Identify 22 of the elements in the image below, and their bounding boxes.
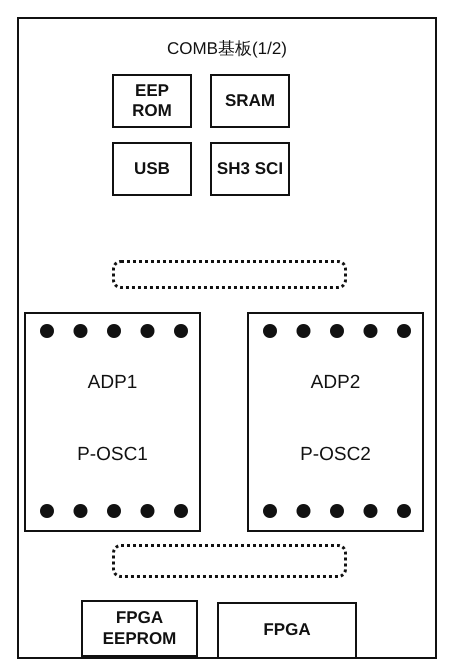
chip-box [210, 142, 290, 196]
module-board [24, 312, 201, 532]
dotted-slot [112, 260, 347, 289]
chip-label: FPGA [262, 620, 312, 641]
chip-box [81, 600, 198, 657]
chip-label: FPGA EEPROM [102, 608, 178, 649]
dotted-slot [112, 544, 347, 578]
board-title: COMB基板(1/2) [166, 38, 288, 60]
chip-box [210, 74, 290, 128]
module-label: ADP1 [86, 372, 138, 394]
module-label: ADP2 [310, 372, 362, 394]
chip-box [112, 74, 192, 128]
board-outline [17, 17, 437, 659]
module-board [247, 312, 424, 532]
module-label: P-OSC2 [299, 444, 372, 466]
chip-label: USB [133, 158, 171, 180]
chip-label: SRAM [224, 90, 276, 112]
chip-box [112, 142, 192, 196]
chip-label: SH3 SCI [216, 158, 284, 180]
chip-box [217, 602, 357, 659]
module-label: P-OSC1 [76, 444, 149, 466]
chip-label: EEP ROM [131, 80, 173, 122]
